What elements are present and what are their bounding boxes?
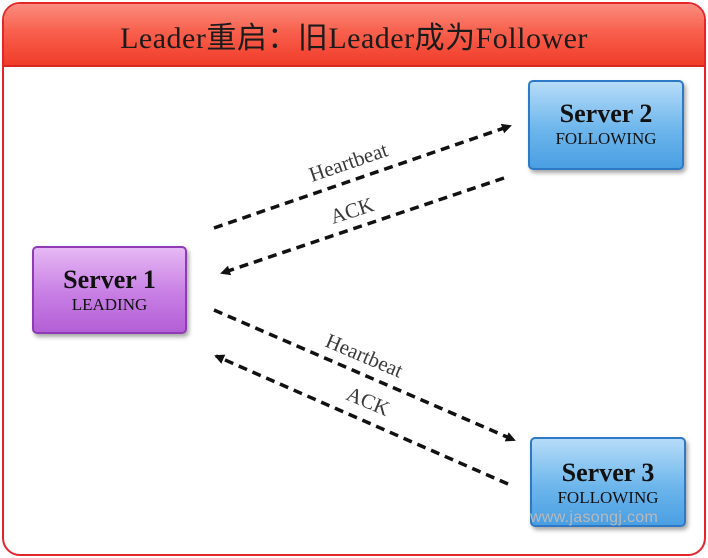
server-3-node: Server 3 FOLLOWING: [530, 437, 686, 527]
server-1-name: Server 1: [63, 265, 156, 294]
server-3-name: Server 3: [561, 458, 655, 487]
diagram-title: Leader重启：旧Leader成为Follower: [120, 21, 588, 55]
server-3-state: FOLLOWING: [557, 488, 659, 507]
server-2-name: Server 2: [559, 99, 653, 128]
watermark: www.jasongj.com: [530, 509, 659, 526]
server-1-node: Server 1 LEADING: [32, 246, 187, 334]
server-2-node: Server 2 FOLLOWING: [528, 80, 684, 170]
title-bar: Leader重启：旧Leader成为Follower: [4, 4, 704, 67]
server-1-state: LEADING: [71, 295, 148, 314]
server-2-state: FOLLOWING: [555, 129, 657, 148]
